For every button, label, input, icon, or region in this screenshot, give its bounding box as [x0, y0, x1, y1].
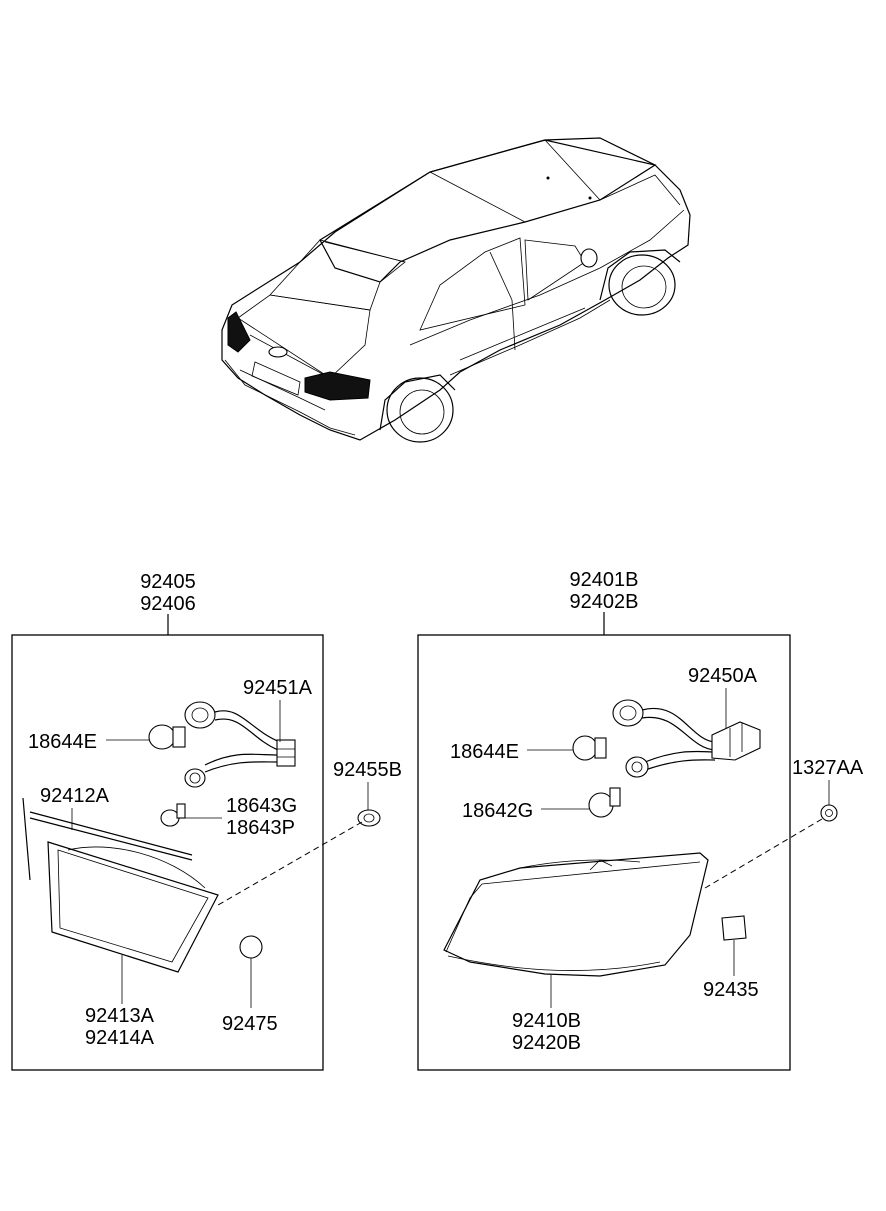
left-part-number-1: 92405 — [140, 571, 196, 593]
left-grommet-label: 92455B — [333, 759, 402, 781]
right-part-number-2: 92402B — [570, 591, 639, 613]
right-outer-lamp — [443, 852, 709, 977]
left-inner-lamp — [47, 841, 219, 973]
left-assembly: 92405 92406 92451A 18644E — [11, 571, 402, 1071]
right-pad-label: 92435 — [703, 979, 759, 1001]
left-cap — [239, 935, 263, 959]
left-wiring-harness — [184, 701, 296, 788]
left-grommet — [357, 809, 381, 827]
left-gasket-label: 92412A — [40, 785, 110, 807]
right-part-number-1: 92401B — [570, 569, 639, 591]
left-bulb-small-label-2: 18643P — [226, 817, 295, 839]
right-bulb-small-label: 18642G — [462, 800, 533, 822]
left-harness-label: 92451A — [243, 677, 313, 699]
left-part-number-2: 92406 — [140, 593, 196, 615]
left-bulb-small — [160, 803, 186, 827]
right-assembly-box — [417, 634, 791, 1071]
left-bulb-large-label: 18644E — [28, 731, 97, 753]
left-lamp-label-1: 92413A — [85, 1005, 155, 1027]
left-bulb-large — [148, 724, 186, 750]
left-bulb-small-label-1: 18643G — [226, 795, 297, 817]
left-assembly-box — [11, 634, 324, 1071]
right-lamp-label-1: 92410B — [512, 1010, 581, 1032]
right-harness-label: 92450A — [688, 665, 758, 687]
right-nut-label: 1327AA — [792, 757, 864, 779]
right-bulb-large — [572, 735, 607, 761]
right-nut — [820, 804, 838, 822]
right-bulb-large-label: 18644E — [450, 741, 519, 763]
right-lamp-label-2: 92420B — [512, 1032, 581, 1054]
right-bulb-small — [588, 787, 621, 818]
left-gasket — [29, 811, 193, 856]
left-cap-label: 92475 — [222, 1013, 278, 1035]
right-pad — [721, 915, 747, 941]
car-illustration — [221, 137, 691, 443]
right-assembly: 92401B 92402B 92450A 18644E — [417, 569, 864, 1071]
left-lamp-label-2: 92414A — [85, 1027, 155, 1049]
right-wiring-harness — [612, 699, 761, 778]
